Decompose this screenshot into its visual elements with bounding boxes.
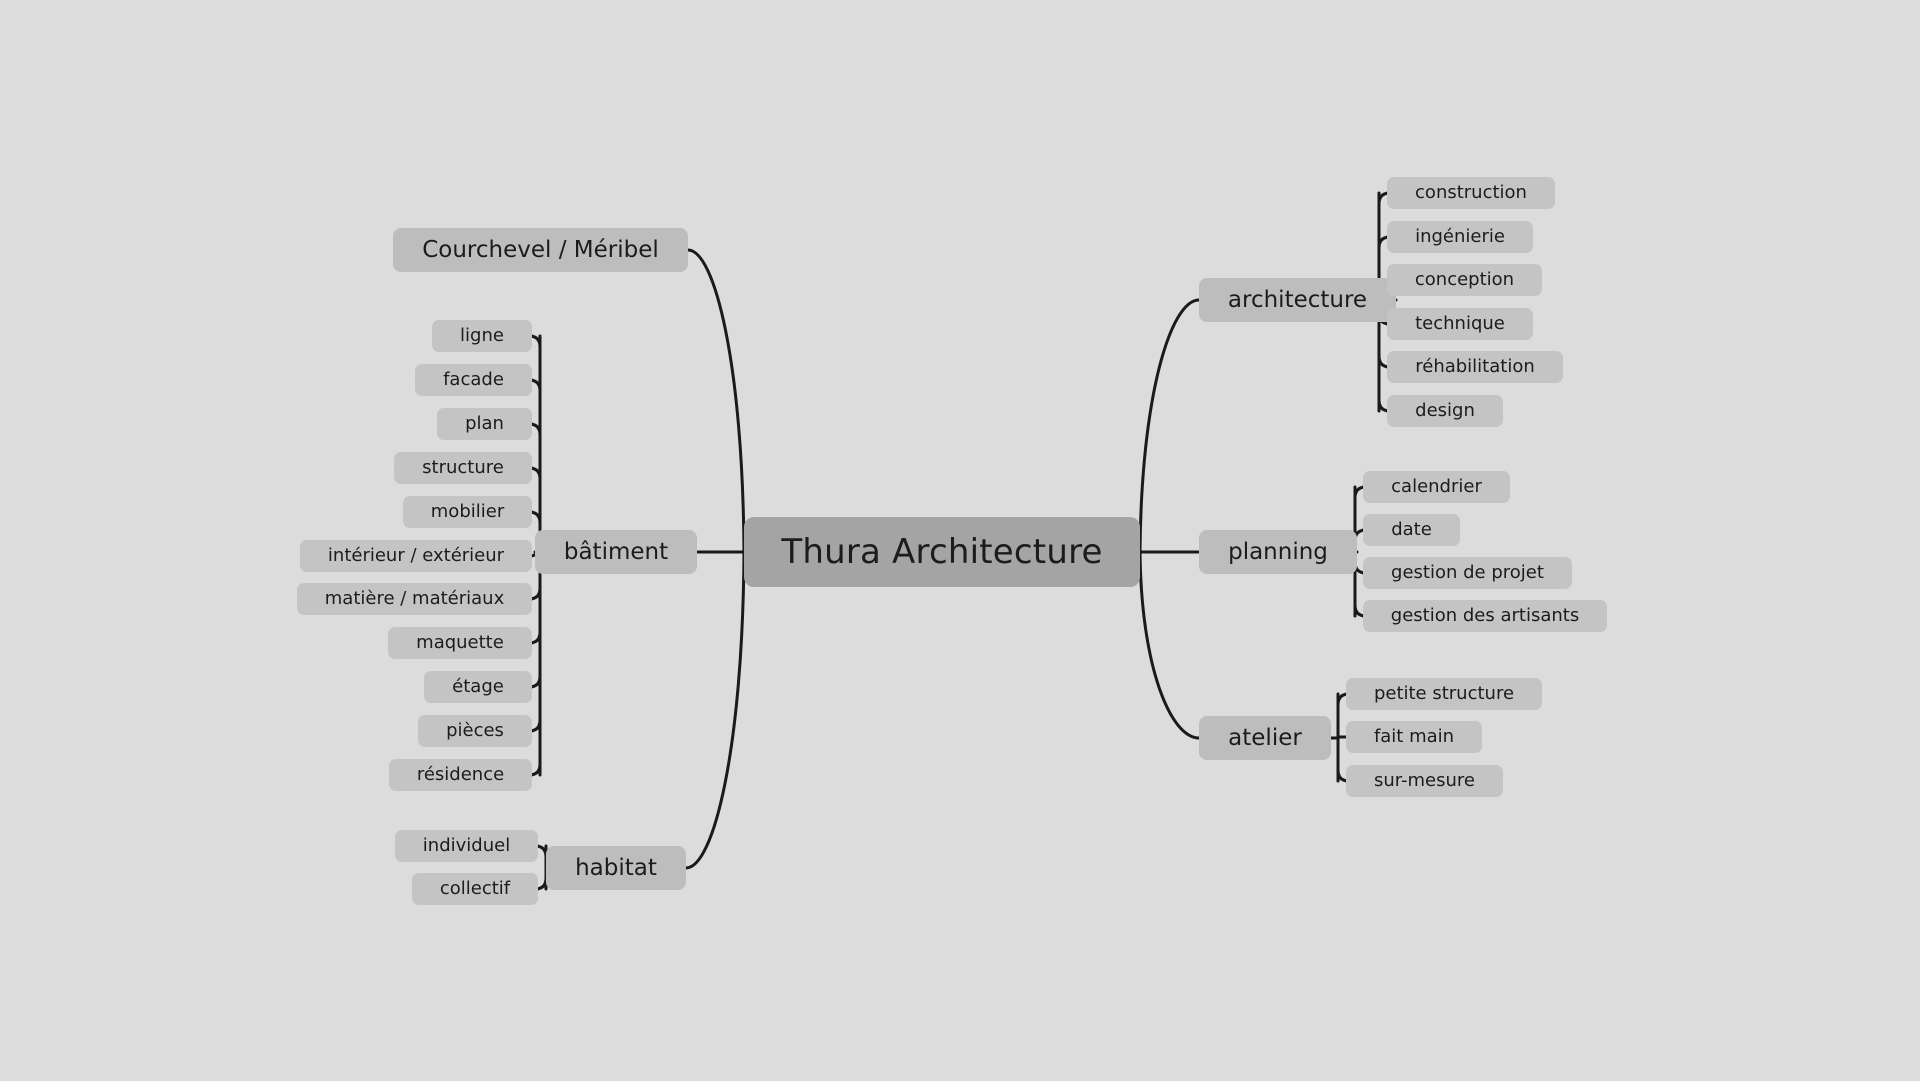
leaf-node-batiment-1[interactable]: facade	[415, 364, 532, 396]
leaf-node-planning-2-label: gestion de projet	[1391, 562, 1544, 583]
leaf-node-atelier-2[interactable]: sur-mesure	[1346, 765, 1503, 797]
leaf-node-atelier-2-label: sur-mesure	[1373, 770, 1475, 791]
leaf-node-batiment-6-label: matière / matériaux	[324, 588, 505, 609]
leaf-node-batiment-3[interactable]: structure	[394, 452, 532, 484]
leaf-node-architecture-1-label: ingénierie	[1415, 226, 1505, 247]
leaf-node-architecture-4-label: réhabilitation	[1415, 356, 1535, 377]
root-node[interactable]: Thura Architecture	[744, 517, 1140, 587]
branch-node-architecture-label: architecture	[1227, 286, 1368, 313]
leaf-node-batiment-0-label: ligne	[460, 325, 504, 346]
leaf-node-batiment-2[interactable]: plan	[437, 408, 532, 440]
leaf-node-batiment-9-label: pièces	[446, 720, 504, 741]
leaf-node-batiment-7-label: maquette	[416, 632, 504, 653]
connector-edge	[1138, 298, 1201, 554]
branch-node-architecture[interactable]: architecture	[1199, 278, 1396, 322]
leaf-node-planning-0[interactable]: calendrier	[1363, 471, 1510, 503]
leaf-node-atelier-0-label: petite structure	[1373, 683, 1515, 704]
leaf-node-atelier-1-label: fait main	[1373, 726, 1455, 747]
leaf-node-architecture-0[interactable]: construction	[1387, 177, 1555, 209]
leaf-node-habitat-1[interactable]: collectif	[412, 873, 538, 905]
branch-node-batiment[interactable]: bâtiment	[535, 530, 697, 574]
branch-node-batiment-label: bâtiment	[563, 538, 669, 565]
connector-edge	[686, 248, 746, 554]
leaf-node-planning-3[interactable]: gestion des artisants	[1363, 600, 1607, 632]
leaf-node-batiment-5-label: intérieur / extérieur	[327, 545, 505, 566]
leaf-node-architecture-2-label: conception	[1414, 269, 1515, 290]
leaf-node-habitat-0[interactable]: individuel	[395, 830, 538, 862]
leaf-node-batiment-1-label: facade	[443, 369, 504, 390]
root-node-label: Thura Architecture	[781, 532, 1103, 572]
leaf-node-architecture-3[interactable]: technique	[1387, 308, 1533, 340]
leaf-node-architecture-5-label: design	[1415, 400, 1475, 421]
leaf-node-batiment-2-label: plan	[465, 413, 504, 434]
leaf-node-batiment-4-label: mobilier	[430, 501, 505, 522]
leaf-node-batiment-8-label: étage	[452, 676, 504, 697]
leaf-node-planning-1-label: date	[1391, 519, 1432, 540]
leaf-node-batiment-5[interactable]: intérieur / extérieur	[300, 540, 532, 572]
leaf-node-habitat-0-label: individuel	[422, 835, 511, 856]
leaf-node-planning-1[interactable]: date	[1363, 514, 1460, 546]
branch-node-courchevel-label: Courchevel / Méribel	[422, 236, 659, 263]
leaf-node-batiment-4[interactable]: mobilier	[403, 496, 532, 528]
leaf-node-batiment-10-label: résidence	[416, 764, 505, 785]
leaf-node-architecture-2[interactable]: conception	[1387, 264, 1542, 296]
branch-node-atelier[interactable]: atelier	[1199, 716, 1331, 760]
leaf-node-planning-3-label: gestion des artisants	[1390, 605, 1580, 626]
leaf-node-habitat-1-label: collectif	[439, 878, 511, 899]
leaf-node-atelier-1[interactable]: fait main	[1346, 721, 1482, 753]
leaf-node-batiment-0[interactable]: ligne	[432, 320, 532, 352]
branch-node-planning[interactable]: planning	[1199, 530, 1357, 574]
leaf-node-atelier-0[interactable]: petite structure	[1346, 678, 1542, 710]
leaf-node-batiment-3-label: structure	[422, 457, 504, 478]
branch-node-courchevel[interactable]: Courchevel / Méribel	[393, 228, 688, 272]
branch-node-habitat[interactable]: habitat	[546, 846, 686, 890]
leaf-node-planning-0-label: calendrier	[1391, 476, 1482, 497]
leaf-node-architecture-1[interactable]: ingénierie	[1387, 221, 1533, 253]
leaf-node-batiment-6[interactable]: matière / matériaux	[297, 583, 532, 615]
leaf-node-batiment-7[interactable]: maquette	[388, 627, 532, 659]
leaf-node-architecture-5[interactable]: design	[1387, 395, 1503, 427]
branch-node-habitat-label: habitat	[575, 854, 657, 881]
leaf-node-batiment-9[interactable]: pièces	[418, 715, 532, 747]
branch-node-planning-label: planning	[1228, 538, 1328, 565]
leaf-node-architecture-4[interactable]: réhabilitation	[1387, 351, 1563, 383]
leaf-node-batiment-10[interactable]: résidence	[389, 759, 532, 791]
connector-edge	[684, 550, 746, 870]
branch-node-atelier-label: atelier	[1228, 724, 1302, 751]
leaf-node-architecture-0-label: construction	[1415, 182, 1527, 203]
connector-edge	[1138, 550, 1201, 740]
leaf-node-batiment-8[interactable]: étage	[424, 671, 532, 703]
leaf-node-architecture-3-label: technique	[1415, 313, 1505, 334]
leaf-node-planning-2[interactable]: gestion de projet	[1363, 557, 1572, 589]
